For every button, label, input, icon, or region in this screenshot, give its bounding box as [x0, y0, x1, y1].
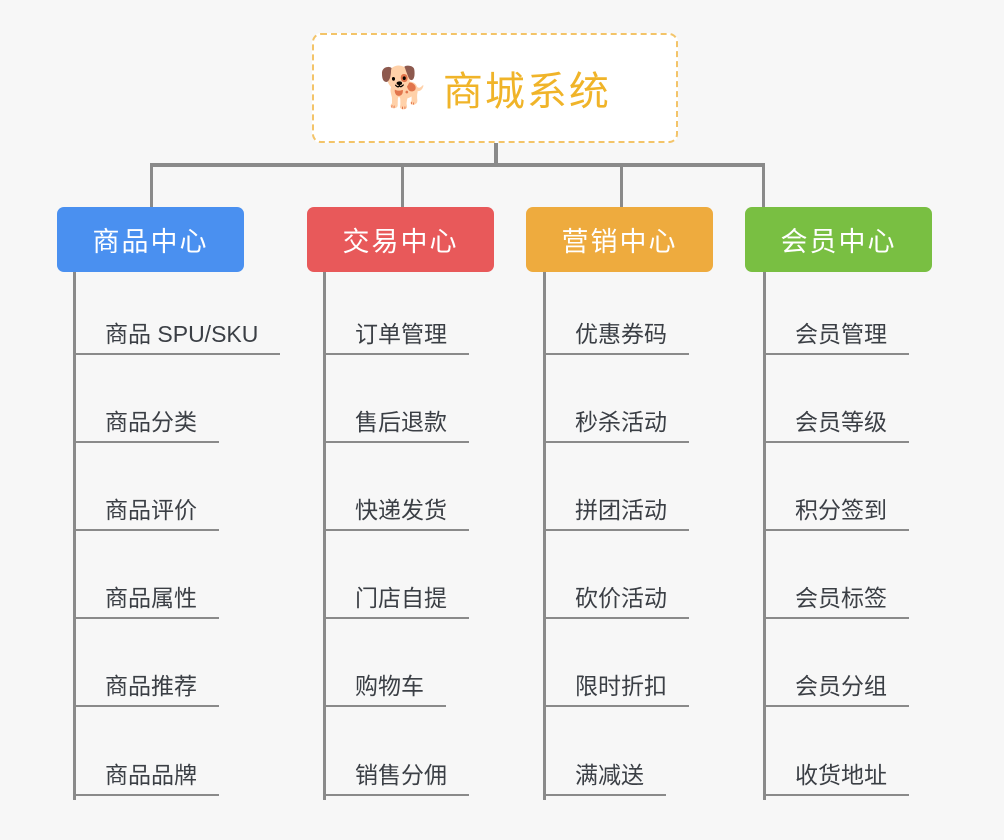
category-box-2[interactable]: 交易中心	[307, 207, 494, 272]
category-box-3[interactable]: 营销中心	[526, 207, 713, 272]
leaf-label: 快递发货	[355, 496, 447, 523]
leaf-label: 会员标签	[795, 584, 887, 611]
leaf-item[interactable]: 秒杀活动	[543, 360, 689, 443]
leaf-label: 销售分佣	[355, 761, 447, 788]
leaf-item[interactable]: 商品推荐	[73, 624, 219, 707]
leaf-item[interactable]: 售后退款	[323, 360, 469, 443]
leaf-label: 门店自提	[355, 584, 447, 611]
shiba-dog-emoji-icon: 🐕	[379, 66, 429, 110]
leaf-item[interactable]: 商品 SPU/SKU	[73, 272, 281, 355]
category-label-1: 商品中心	[92, 227, 209, 257]
leaf-label: 限时折扣	[575, 672, 667, 699]
category-box-4[interactable]: 会员中心	[745, 207, 932, 272]
leaf-item[interactable]: 会员标签	[763, 536, 909, 619]
category-box-1[interactable]: 商品中心	[57, 207, 244, 272]
leaf-item[interactable]: 会员分组	[763, 624, 909, 707]
leaf-rail-1	[73, 272, 76, 800]
leaf-item[interactable]: 积分签到	[763, 448, 909, 531]
root-node[interactable]: 🐕 商城系统	[312, 33, 678, 143]
category-label-3: 营销中心	[561, 227, 678, 257]
leaf-label: 商品属性	[105, 584, 197, 611]
leaf-label: 订单管理	[355, 320, 447, 347]
leaf-item[interactable]: 商品评价	[73, 448, 219, 531]
leaf-item[interactable]: 收货地址	[763, 713, 909, 796]
leaf-item[interactable]: 购物车	[323, 624, 446, 707]
leaf-label: 秒杀活动	[575, 408, 667, 435]
root-stem-connector	[494, 143, 498, 165]
leaf-label: 商品推荐	[105, 672, 197, 699]
leaf-item[interactable]: 会员等级	[763, 360, 909, 443]
leaf-item[interactable]: 门店自提	[323, 536, 469, 619]
leaf-item[interactable]: 满减送	[543, 713, 666, 796]
leaf-label: 收货地址	[795, 761, 887, 788]
leaf-rail-2	[323, 272, 326, 800]
leaf-label: 拼团活动	[575, 496, 667, 523]
leaf-item[interactable]: 会员管理	[763, 272, 909, 355]
leaf-item[interactable]: 商品品牌	[73, 713, 219, 796]
leaf-item[interactable]: 优惠券码	[543, 272, 689, 355]
leaf-item[interactable]: 快递发货	[323, 448, 469, 531]
root-title: 商城系统	[442, 70, 611, 114]
leaf-rail-4	[763, 272, 766, 800]
category-drop-connector-3	[620, 163, 623, 209]
category-drop-connector-4	[762, 163, 765, 209]
category-label-2: 交易中心	[342, 227, 459, 257]
leaf-label: 商品评价	[105, 496, 197, 523]
leaf-item[interactable]: 商品属性	[73, 536, 219, 619]
leaf-label: 满减送	[575, 761, 644, 788]
leaf-item[interactable]: 销售分佣	[323, 713, 469, 796]
leaf-item[interactable]: 砍价活动	[543, 536, 689, 619]
category-label-4: 会员中心	[780, 227, 897, 257]
leaf-item[interactable]: 限时折扣	[543, 624, 689, 707]
leaf-label: 购物车	[355, 672, 424, 699]
leaf-label: 售后退款	[355, 408, 447, 435]
leaf-label: 优惠券码	[575, 320, 667, 347]
leaf-label: 商品品牌	[105, 761, 197, 788]
leaf-item[interactable]: 商品分类	[73, 360, 219, 443]
leaf-item[interactable]: 订单管理	[323, 272, 469, 355]
category-drop-connector-1	[150, 163, 153, 209]
category-bus-connector	[150, 163, 765, 167]
leaf-item[interactable]: 拼团活动	[543, 448, 689, 531]
leaf-label: 会员分组	[795, 672, 887, 699]
leaf-label: 积分签到	[795, 496, 887, 523]
leaf-label: 商品分类	[105, 408, 197, 435]
leaf-label: 砍价活动	[575, 584, 667, 611]
category-drop-connector-2	[401, 163, 404, 209]
leaf-label: 会员管理	[795, 320, 887, 347]
leaf-label: 商品 SPU/SKU	[105, 320, 259, 347]
leaf-label: 会员等级	[795, 408, 887, 435]
leaf-rail-3	[543, 272, 546, 800]
